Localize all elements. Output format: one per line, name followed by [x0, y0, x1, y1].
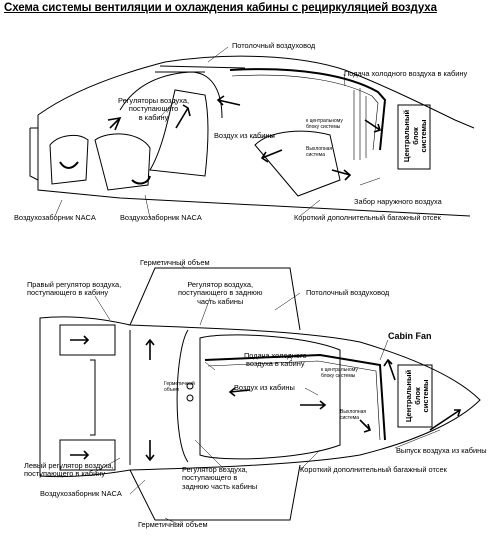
- top-central-unit-box: [397, 104, 431, 170]
- top-naca-left-intake: [59, 161, 79, 169]
- top-naca-mid-label: Воздухозаборник NACA: [120, 213, 202, 222]
- bottom-plan-view: [39, 263, 481, 526]
- bottom-exhaust-outlet-label: Выпуск воздуха из кабины: [396, 446, 487, 455]
- top-overhead-duct: [229, 68, 387, 151]
- bottom-pressure-volume-bottom-label: Герметичный объем: [138, 520, 208, 529]
- top-outside-air-intake-label: Забор наружного воздуха: [354, 197, 442, 206]
- bottom-central-unit-box: [397, 364, 433, 428]
- top-cabin-air-label: Воздух из кабины: [214, 131, 275, 140]
- bottom-cabin-air-label: Воздух из кабины: [234, 383, 295, 392]
- diagram-title: Схема системы вентиляции и охлаждения ка…: [4, 2, 437, 14]
- top-short-baggage-label: Короткий дополнительный багажный отсек: [294, 213, 441, 222]
- top-overhead-duct-label: Потолочный воздуховод: [232, 41, 316, 50]
- bottom-fuselage-outline: [39, 316, 481, 478]
- top-cold-air-supply-label: Подача холодного воздуха в кабину: [344, 69, 468, 78]
- top-naca-left-label: Воздухозаборник NACA: [14, 213, 96, 222]
- bottom-left-regulator-label: Левый регулятор воздуха,поступающего в к…: [24, 461, 114, 479]
- bottom-naca-label: Воздухозаборник NACA: [40, 489, 122, 498]
- bottom-wing-lower: [129, 464, 301, 521]
- bottom-right-regulator-label: Правый регулятор воздуха,поступающего в …: [27, 280, 122, 298]
- bottom-overhead-duct: [204, 353, 386, 441]
- bottom-overhead-duct-label: Потолочный воздуховод: [306, 288, 390, 297]
- bottom-cabin-fan-label: Cabin Fan: [388, 331, 432, 341]
- bottom-short-baggage-label: Короткий дополнительный багажный отсек: [300, 465, 447, 474]
- top-naca-mid-intake: [131, 175, 151, 185]
- top-side-view: [29, 46, 475, 219]
- bottom-pressure-volume-top-label: Герметичный объем: [140, 258, 210, 267]
- top-fuselage-outline: [37, 55, 475, 129]
- bottom-wing-upper: [129, 267, 301, 331]
